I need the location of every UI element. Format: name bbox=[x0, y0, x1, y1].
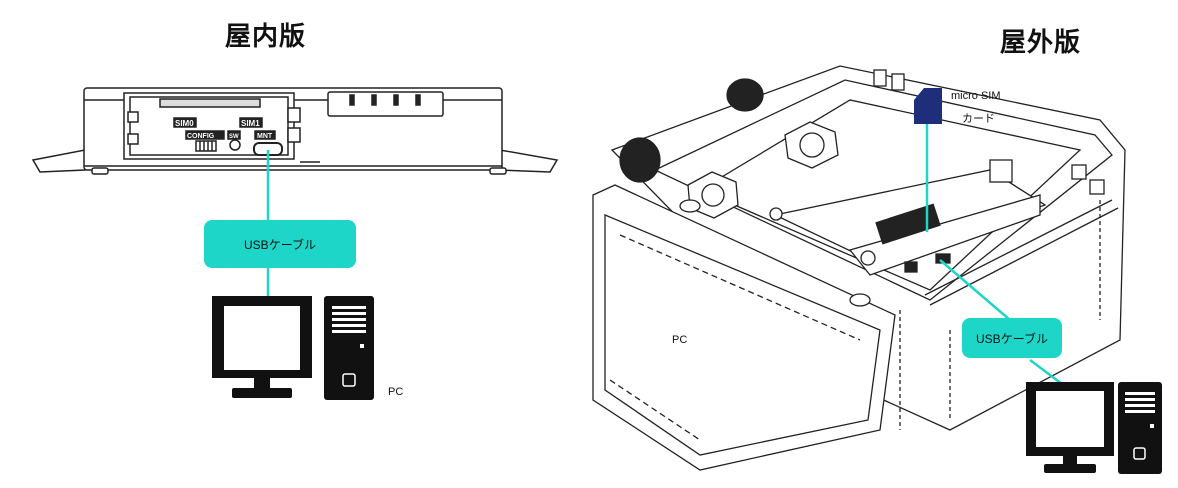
sim-card-icon bbox=[914, 88, 942, 124]
outdoor-pc-icon bbox=[1026, 382, 1162, 474]
outdoor-usb-cable-lower bbox=[1029, 359, 1063, 385]
indoor-title: 屋内版 bbox=[225, 22, 307, 52]
indoor-config-label: CONFIG bbox=[187, 133, 215, 140]
indoor-sim0-label: SIM0 bbox=[175, 119, 194, 128]
indoor-pc-label: PC bbox=[388, 386, 404, 398]
sim-label-line1: micro SIM bbox=[951, 90, 1001, 102]
indoor-pc-icon bbox=[212, 296, 374, 400]
outdoor-title: 屋外版 bbox=[1000, 28, 1082, 58]
outdoor-usb-cable-label: USBケーブル bbox=[962, 318, 1062, 358]
indoor-sw-label: SW bbox=[229, 134, 239, 140]
outdoor-enclosure bbox=[592, 65, 1126, 471]
outdoor-usb-cable bbox=[939, 259, 1011, 321]
indoor-mnt-label: MNT bbox=[257, 133, 273, 140]
sim-label-line2: カード bbox=[962, 113, 995, 125]
indoor-usb-cable-label: USBケーブル bbox=[204, 220, 356, 268]
outdoor-pc-label: PC bbox=[672, 334, 688, 346]
indoor-device bbox=[31, 87, 559, 175]
indoor-sim1-label: SIM1 bbox=[241, 119, 260, 128]
